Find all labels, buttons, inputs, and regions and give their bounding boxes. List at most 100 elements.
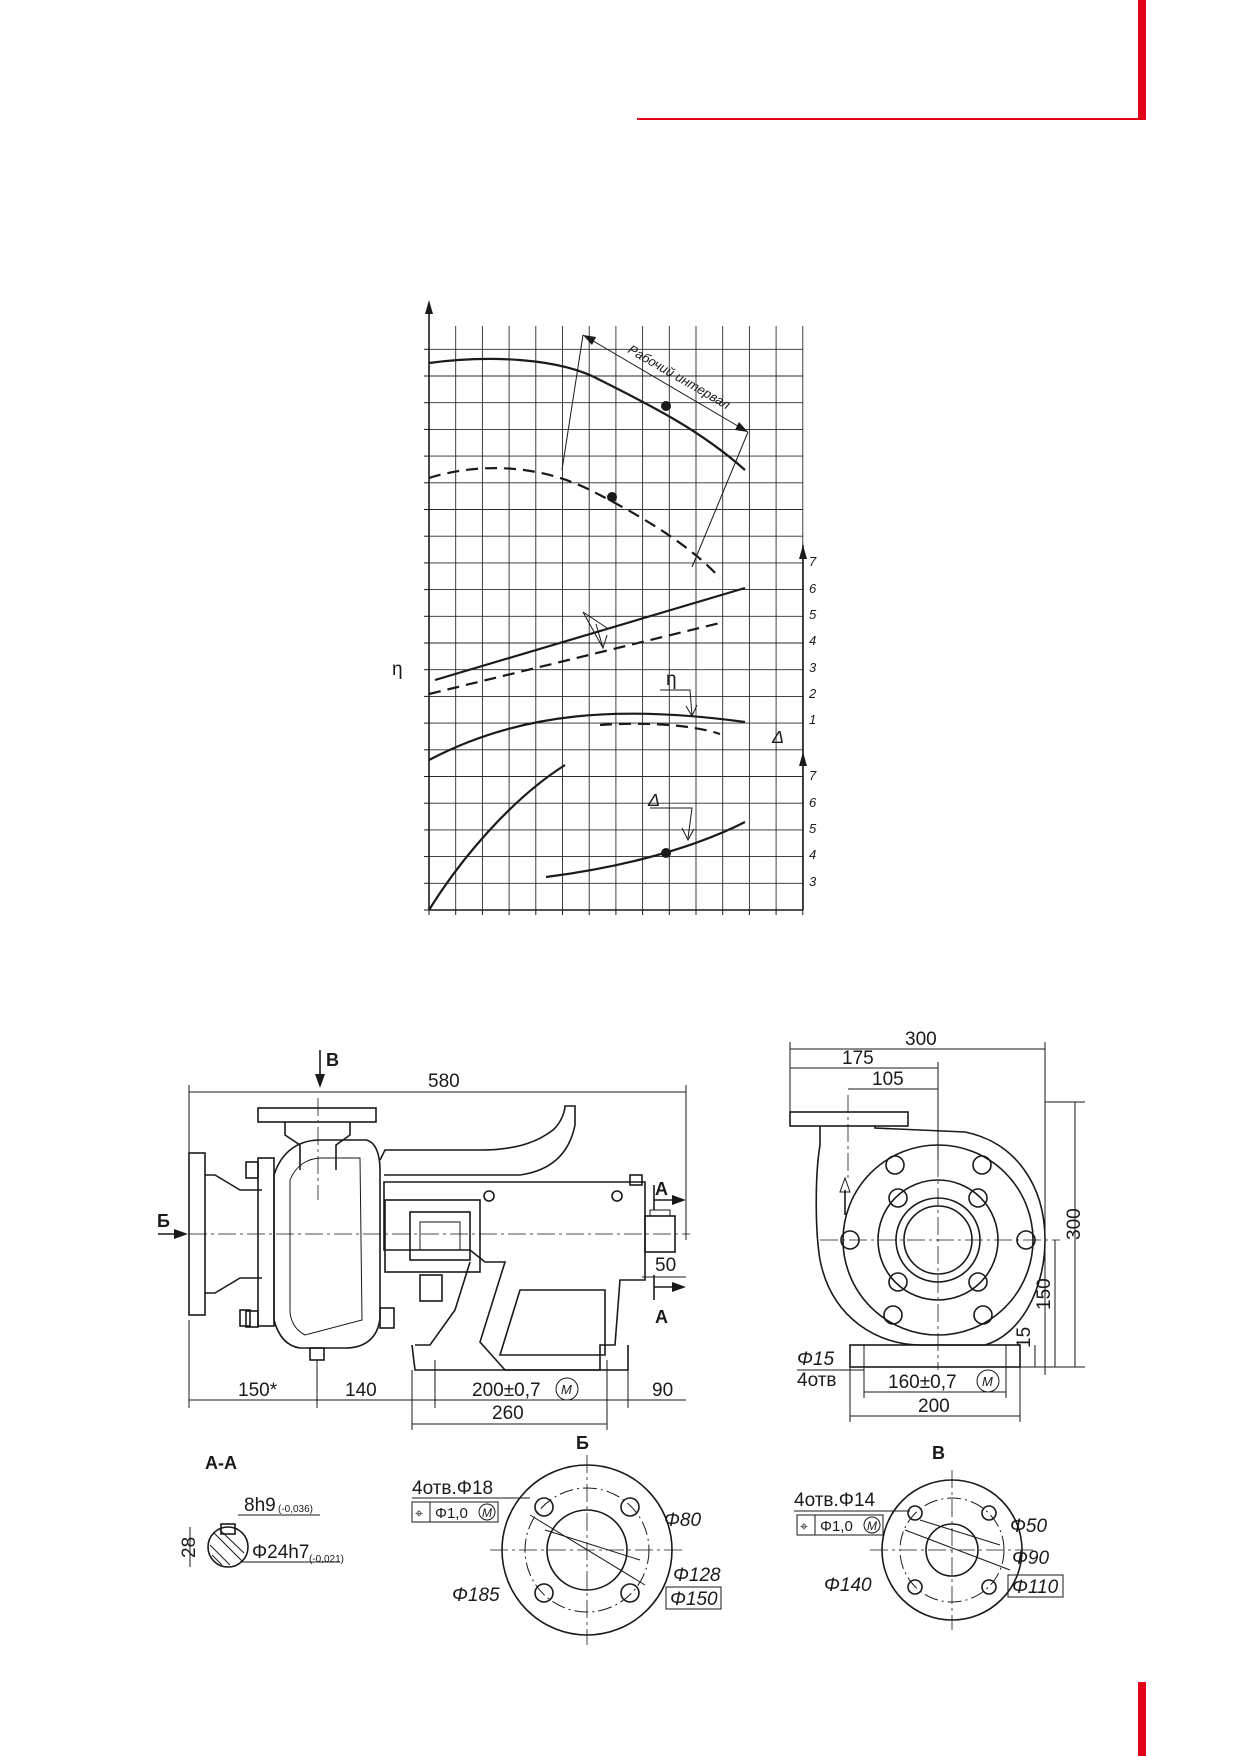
view-b-d185: Φ185 — [452, 1585, 500, 1606]
casing-lug — [419, 1274, 443, 1302]
casing-bolt-top — [245, 1161, 259, 1179]
power-line-dashed — [428, 621, 721, 696]
side-view-label: Б — [157, 1211, 170, 1231]
front-dim-150v: 150 — [1034, 1278, 1055, 1310]
view-b-tol-symbol: ⌖ — [415, 1505, 423, 1521]
shaft-dia-tol: (-0,021) — [309, 1554, 344, 1565]
view-b-d128: Φ128 — [673, 1565, 721, 1586]
upper-scale-3: 3 — [809, 660, 817, 675]
front-dim-300: 300 — [905, 1029, 937, 1050]
lower-scale: 7 6 5 4 3 — [809, 768, 817, 889]
lower-scale-6: 6 — [809, 795, 817, 810]
shaft-section-hatch — [209, 1529, 245, 1566]
base-foot — [411, 1344, 629, 1371]
lower-scale-4: 4 — [809, 847, 816, 862]
front-bolt-1 — [972, 1155, 992, 1175]
front-dim-160-m: M — [982, 1374, 993, 1389]
casing-flange-plate — [257, 1157, 275, 1327]
upper-scale-2: 2 — [808, 686, 817, 701]
upper-scale-1: 1 — [809, 712, 816, 727]
working-interval-line-left — [561, 334, 584, 471]
top-flange — [257, 1107, 377, 1123]
view-v-d110: Φ110 — [1012, 1577, 1059, 1598]
efficiency-axis-label: η — [392, 659, 403, 680]
view-v-hole-3 — [981, 1579, 997, 1595]
view-b-hole-1 — [620, 1497, 640, 1517]
upper-scale-4: 4 — [809, 633, 816, 648]
dim-200: 200±0,7 — [472, 1380, 541, 1401]
view-v-d140: Φ140 — [824, 1575, 872, 1596]
view-v-tol-m-circle — [863, 1516, 881, 1534]
frame-bolt-1 — [483, 1190, 495, 1202]
chart-grid — [428, 326, 804, 911]
head-dashed-point — [607, 492, 617, 502]
npsh-curve-label: Δ — [647, 790, 660, 810]
section-a-bottom-arrow-head — [672, 1282, 686, 1292]
front-top-flange — [789, 1111, 909, 1127]
front-bolt-6 — [888, 1188, 908, 1208]
upper-scale-6: 6 — [809, 581, 817, 596]
front-bolt-8 — [888, 1272, 908, 1292]
lower-scale-5: 5 — [809, 821, 817, 836]
side-view-arrow-head — [174, 1229, 188, 1239]
front-dim-15v: 15 — [1014, 1327, 1035, 1348]
view-b-flange: Б 4отв.Φ18 ⌖ Φ1,0 M Φ80 Φ128 Φ150 Φ185 — [411, 1433, 722, 1645]
front-dim-160: 160±0,7 — [888, 1372, 957, 1393]
section-a-a-title: А-А — [205, 1453, 237, 1473]
section-a-top-label: А — [655, 1179, 668, 1199]
upper-scale-5: 5 — [809, 607, 817, 622]
section-a-bottom-label: А — [655, 1307, 668, 1327]
lower-scale-7: 7 — [809, 768, 817, 783]
upper-scale-7: 7 — [809, 554, 817, 569]
view-b-tol-m-circle — [478, 1503, 496, 1521]
power-leader — [582, 611, 608, 650]
view-b-tol-frame — [411, 1501, 499, 1523]
working-interval-arrow-head-left — [583, 335, 596, 345]
front-hole-label: Φ15 — [797, 1349, 834, 1370]
npsh-axis-label: Δ — [771, 727, 784, 747]
pump-casing — [273, 1139, 381, 1349]
view-b-d80: Φ80 — [664, 1510, 701, 1531]
view-v-flange: В 4отв.Φ14 ⌖ Φ1,0 M Φ50 Φ90 Φ110 Φ140 — [794, 1443, 1064, 1630]
view-v-d110-frame — [1007, 1574, 1064, 1598]
front-bolt-9 — [968, 1272, 988, 1292]
front-dim-175: 175 — [842, 1048, 874, 1069]
shaft-keyway — [220, 1523, 236, 1535]
frame-gusset — [415, 1261, 471, 1346]
view-b-holes-label: 4отв.Φ18 — [412, 1478, 493, 1499]
casing-drain — [309, 1347, 325, 1361]
front-base — [849, 1344, 1021, 1368]
pump-front-view: 300 175 105 300 150 15 — [789, 1029, 1085, 1422]
efficiency-curve-label: η — [666, 669, 677, 690]
front-volute — [815, 1126, 1046, 1346]
front-bolt-5 — [1016, 1230, 1036, 1250]
view-b-d150: Φ150 — [670, 1589, 718, 1610]
efficiency-rise-curve — [428, 764, 566, 911]
side-nozzle — [205, 1174, 262, 1294]
shaft-key — [649, 1209, 671, 1217]
top-view-arrow-head — [315, 1074, 325, 1088]
frame-bolt-2 — [611, 1190, 623, 1202]
view-v-hole-1 — [981, 1505, 997, 1521]
dim-150: 150* — [238, 1380, 278, 1401]
efficiency-curve-solid — [428, 712, 746, 761]
view-v-diag-1 — [904, 1529, 1011, 1571]
power-leader-top — [582, 611, 608, 629]
front-bolt-0 — [885, 1155, 905, 1175]
view-v-tol-value: Φ1,0 — [820, 1518, 853, 1535]
chart-right-axis-arrow-upper — [799, 545, 807, 559]
coupling-inner — [419, 1221, 461, 1251]
view-b-tol-value: Φ1,0 — [435, 1505, 468, 1522]
npsh-leader — [650, 807, 695, 842]
bottom-accent-bar — [1138, 1682, 1146, 1756]
dim-580: 580 — [428, 1071, 460, 1092]
section-a-a: А-А 28 8h9 (-0,036) Φ24h7 (-0,021) — [179, 1453, 344, 1568]
shaft-key-label: 8h9 — [244, 1495, 276, 1516]
view-b-hole-0 — [534, 1497, 554, 1517]
view-v-holes — [907, 1505, 997, 1595]
casing-bolt-bottom — [245, 1310, 259, 1328]
front-bolt-4 — [840, 1230, 860, 1250]
front-bolt-2 — [883, 1305, 903, 1325]
section-a-top-arrow-head — [672, 1195, 686, 1205]
shaft-housing — [384, 1199, 481, 1273]
